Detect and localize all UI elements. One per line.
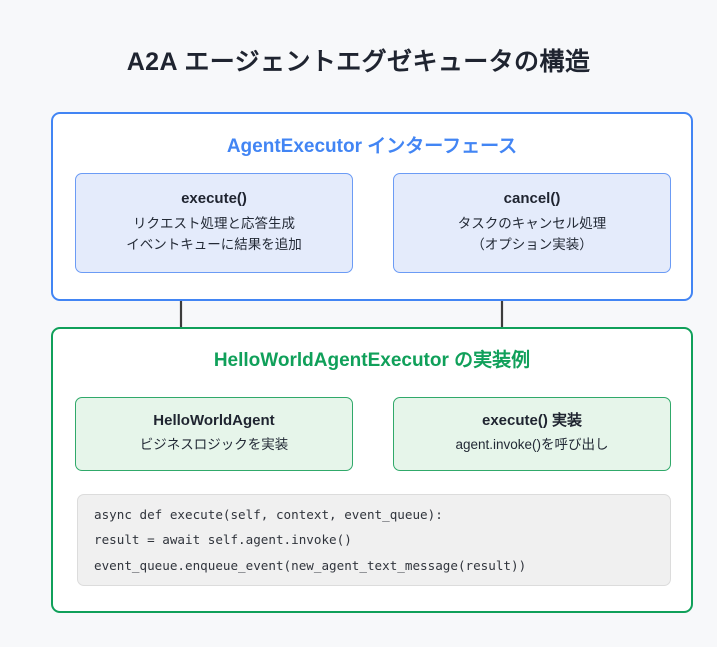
page-title: A2A エージェントエグゼキュータの構造 (126, 48, 591, 76)
section-agent-executor-interface: AgentExecutor インターフェース execute() リクエスト処理… (51, 112, 693, 301)
node-execute: execute() リクエスト処理と応答生成 イベントキューに結果を追加 (75, 173, 353, 273)
node-execute-line-1: リクエスト処理と応答生成 (133, 215, 295, 231)
code-block: async def execute(self, context, event_q… (77, 494, 671, 586)
node-cancel: cancel() タスクのキャンセル処理 （オプション実装） (393, 173, 671, 273)
node-execute-title: execute() (181, 190, 247, 208)
section-title-interface: AgentExecutor インターフェース (226, 136, 518, 157)
code-line-1: async def execute(self, context, event_q… (94, 507, 443, 523)
section-title-implementation: HelloWorldAgentExecutor の実装例 (213, 350, 531, 371)
node-helloworldagent: HelloWorldAgent ビジネスロジックを実装 (75, 397, 353, 471)
node-execute-impl: execute() 実装 agent.invoke()を呼び出し (393, 397, 671, 471)
node-execute-line-2: イベントキューに結果を追加 (126, 236, 302, 252)
node-helloworldagent-line-1: ビジネスロジックを実装 (139, 437, 289, 453)
node-helloworldagent-title: HelloWorldAgent (153, 411, 275, 429)
node-cancel-line-1: タスクのキャンセル処理 (457, 215, 607, 231)
node-execute-impl-title: execute() 実装 (481, 411, 583, 429)
node-cancel-title: cancel() (503, 190, 561, 208)
code-line-2: result = await self.agent.invoke() (94, 532, 352, 548)
section-helloworld-implementation: HelloWorldAgentExecutor の実装例 HelloWorldA… (51, 327, 693, 613)
node-cancel-line-2: （オプション実装） (471, 236, 593, 252)
node-execute-impl-line-1: agent.invoke()を呼び出し (455, 437, 609, 453)
code-line-3: event_queue.enqueue_event(new_agent_text… (94, 557, 527, 573)
